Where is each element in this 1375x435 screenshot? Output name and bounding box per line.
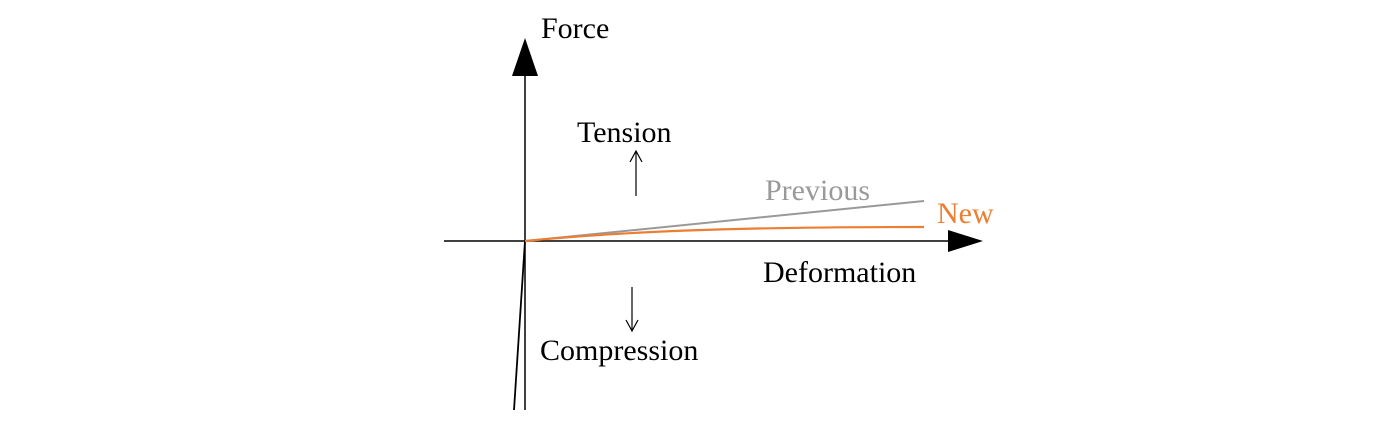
arrow-down-icon <box>625 287 639 333</box>
previous-label: Previous <box>765 174 870 207</box>
deformation-axis-label: Deformation <box>763 256 916 289</box>
previous-curve <box>524 200 925 242</box>
new-label: New <box>937 197 994 230</box>
arrow-up-icon <box>629 149 643 196</box>
tension-label: Tension <box>577 116 672 149</box>
force-axis-label: Force <box>541 12 609 45</box>
compression-label: Compression <box>540 334 698 367</box>
new-curve <box>524 225 925 243</box>
deformation-axis-arrowhead <box>948 230 983 252</box>
force-axis-arrowhead <box>512 38 538 76</box>
compression-curve <box>513 240 526 411</box>
